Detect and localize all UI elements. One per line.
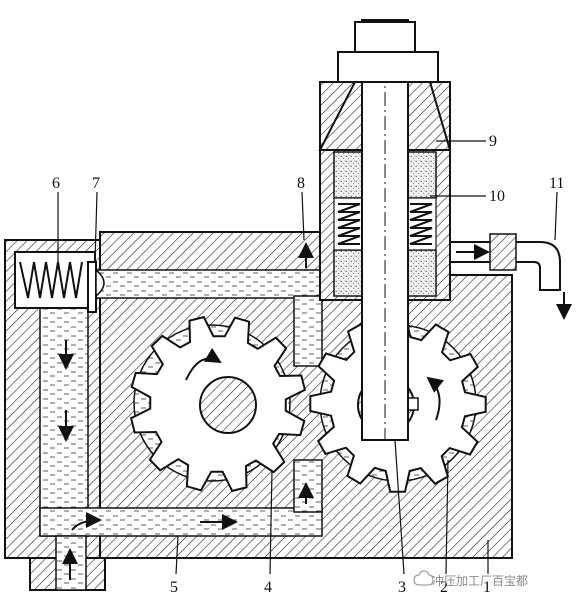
part-label-5: 5 [170, 579, 178, 596]
relief-valve [14, 251, 105, 313]
part-label-11: 11 [549, 175, 564, 192]
part-label-10: 10 [489, 188, 505, 205]
part-label-4: 4 [264, 579, 272, 596]
cloud-icon [413, 570, 434, 586]
part-label-6: 6 [52, 175, 60, 192]
rotation-arrow-left [185, 347, 222, 381]
relief-spring [19, 261, 83, 299]
watermark-text: 冲压加工厂百宝都 [432, 573, 528, 588]
valve-ball [87, 261, 105, 313]
part-label-2: 2 [440, 579, 448, 596]
part-label-7: 7 [92, 175, 100, 192]
watermark: 冲压加工厂百宝都 [413, 570, 528, 588]
rotation-arrow-right [426, 376, 444, 421]
left-gear-hub [199, 376, 257, 434]
part-label-3: 3 [398, 579, 406, 596]
shaft-nut [337, 21, 439, 83]
part-label-8: 8 [297, 175, 305, 192]
leader-lines [57, 140, 558, 575]
flow-arrows [58, 242, 572, 580]
drive-shaft [361, 19, 409, 441]
part-label-1: 1 [483, 579, 491, 596]
part-label-9: 9 [489, 133, 497, 150]
